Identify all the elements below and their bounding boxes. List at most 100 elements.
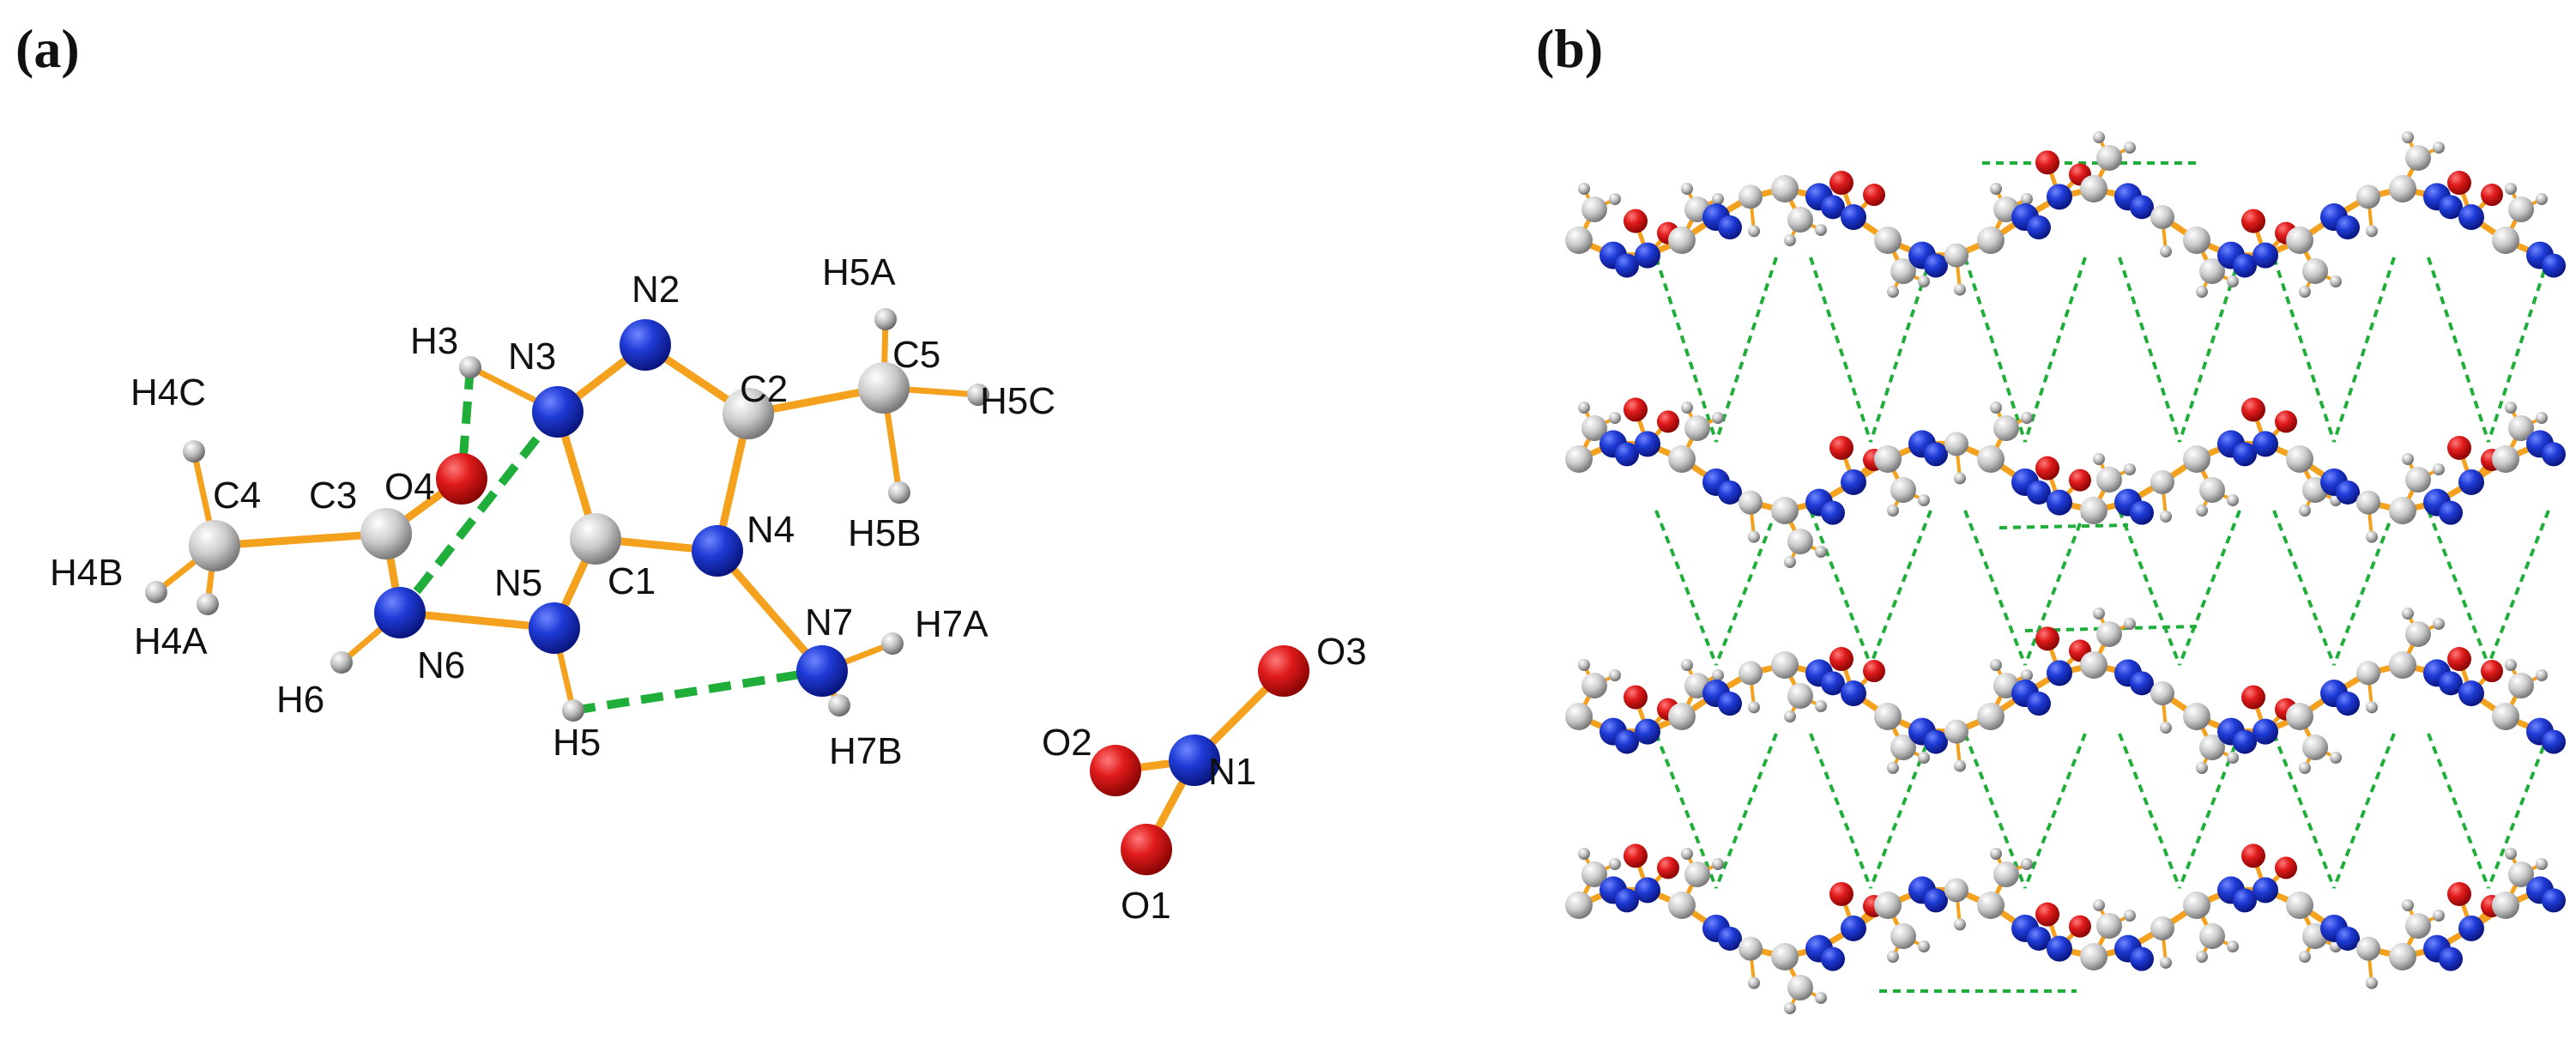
packing-atom-356: [1681, 659, 1693, 671]
packing-atom-584: [2252, 877, 2278, 904]
atom-label-C2: C2: [740, 368, 788, 410]
packing-atom-422: [2183, 703, 2210, 730]
packing-atom-306: [2536, 412, 2548, 424]
packing-hbond-628: [2272, 257, 2336, 443]
packing-atom-188: [1609, 412, 1621, 424]
packing-atom-189: [1565, 445, 1593, 473]
atom-O4: [436, 453, 487, 505]
packing-atom-405: [2096, 621, 2122, 647]
packing-atom-274: [2252, 431, 2278, 457]
packing-hbond-646: [1809, 733, 1872, 889]
atom-H5B: [888, 481, 910, 504]
packing-hbond-630: [2427, 257, 2490, 443]
packing-atom-100: [2080, 175, 2107, 203]
packing-atom-228: [1918, 494, 1930, 506]
packing-atom-73: [1918, 275, 1930, 287]
packing-atom-498: [1609, 858, 1621, 870]
packing-atom-194: [1657, 410, 1679, 433]
atom-N1: [1169, 735, 1220, 786]
packing-atom-365: [1787, 683, 1813, 709]
packing-hbond-623: [1869, 257, 1932, 443]
atom-C1: [570, 513, 621, 565]
packing-atom-300: [2458, 469, 2484, 495]
atom-label-H5A: H5A: [822, 251, 896, 293]
packing-atom-556: [2069, 915, 2091, 938]
atom-label-O2: O2: [1042, 722, 1092, 764]
packing-atom-69: [1890, 258, 1916, 284]
packing-atom-150: [2505, 183, 2517, 195]
packing-atom-594: [2356, 936, 2380, 961]
atom-O1: [1121, 824, 1172, 875]
packing-atom-539: [1874, 892, 1902, 919]
packing-atom-79: [1954, 283, 1966, 296]
packing-atom-279: [2299, 505, 2311, 517]
packing-atom-255: [2080, 497, 2107, 524]
packing-atom-86: [1977, 227, 2005, 254]
packing-atom-76: [1924, 253, 1948, 278]
packing-atom-570: [2160, 956, 2172, 969]
packing-atom-377: [1841, 680, 1866, 707]
packing-atom-499: [1565, 892, 1593, 919]
packing-atom-58: [1784, 234, 1796, 246]
packing-atom-29: [1581, 196, 1607, 222]
atom-label-N4: N4: [747, 509, 795, 551]
packing-atom-370: [1771, 651, 1799, 679]
packing-atom-114: [2233, 253, 2257, 278]
atom-O3: [1258, 645, 1309, 697]
atom-label-H7B: H7B: [829, 730, 903, 772]
packing-atom-434: [2299, 762, 2311, 774]
packing-atom-88: [2027, 215, 2051, 240]
atom-H4C: [183, 440, 205, 462]
packing-atom-413: [2150, 681, 2174, 706]
packing-atom-248: [2047, 489, 2072, 516]
packing-atom-283: [2336, 480, 2360, 505]
packing-atom-219: [1829, 435, 1853, 460]
packing-atom-443: [2405, 621, 2431, 647]
packing-atom-203: [1668, 445, 1696, 473]
packing-hbond-640: [2272, 510, 2336, 666]
atom-H3: [459, 356, 481, 378]
packing-atom-360: [1718, 692, 1742, 716]
atom-label-N3: N3: [508, 336, 556, 378]
atom-label-O1: O1: [1121, 885, 1171, 927]
packing-atom-565: [2080, 943, 2107, 970]
atom-label-H3: H3: [410, 320, 458, 362]
packing-atom-36: [1615, 253, 1639, 278]
atom-H5A: [874, 308, 897, 330]
packing-atom-598: [2405, 913, 2431, 939]
packing-atom-563: [2093, 899, 2105, 911]
packing-hbond-654: [2427, 733, 2490, 889]
packing-atom-527: [1821, 946, 1845, 971]
packing-atom-119: [2252, 242, 2278, 269]
packing-atom-438: [2336, 692, 2360, 716]
packing-atom-110: [2196, 286, 2208, 298]
packing-atom-281: [2286, 445, 2313, 473]
packing-atom-293: [2389, 497, 2416, 524]
atom-H7A: [881, 632, 904, 655]
packing-bonds: [1575, 136, 2543, 1010]
packing-hbond-625: [2023, 257, 2087, 443]
packing-atom-65: [1863, 184, 1885, 207]
packing-atom-48: [1668, 227, 1696, 254]
packing-atom-105: [2160, 245, 2172, 258]
packing-atom-398: [2027, 692, 2051, 716]
packing-atom-292: [2433, 463, 2445, 475]
packing-atom-213: [1784, 556, 1796, 568]
packing-atom-206: [1738, 490, 1763, 515]
packing-atom-262: [2199, 477, 2225, 503]
atom-N6: [374, 587, 426, 638]
packing-atom-386: [1924, 729, 1948, 754]
packing-atom-339: [1581, 673, 1607, 698]
packing-atom-389: [1954, 759, 1966, 772]
packing-atom-103: [2150, 205, 2174, 230]
packing-atom-520: [1787, 975, 1813, 1001]
packing-atom-116: [2241, 209, 2265, 233]
packing-hbond-631: [2487, 257, 2550, 443]
panel-a-label: (a): [15, 18, 80, 79]
packing-atom-537: [1887, 951, 1899, 963]
packing-atom-596: [2366, 976, 2378, 989]
packing-atom-74: [1874, 227, 1902, 254]
packing-hbond-649: [2023, 733, 2087, 889]
packing-atom-131: [2366, 225, 2378, 238]
